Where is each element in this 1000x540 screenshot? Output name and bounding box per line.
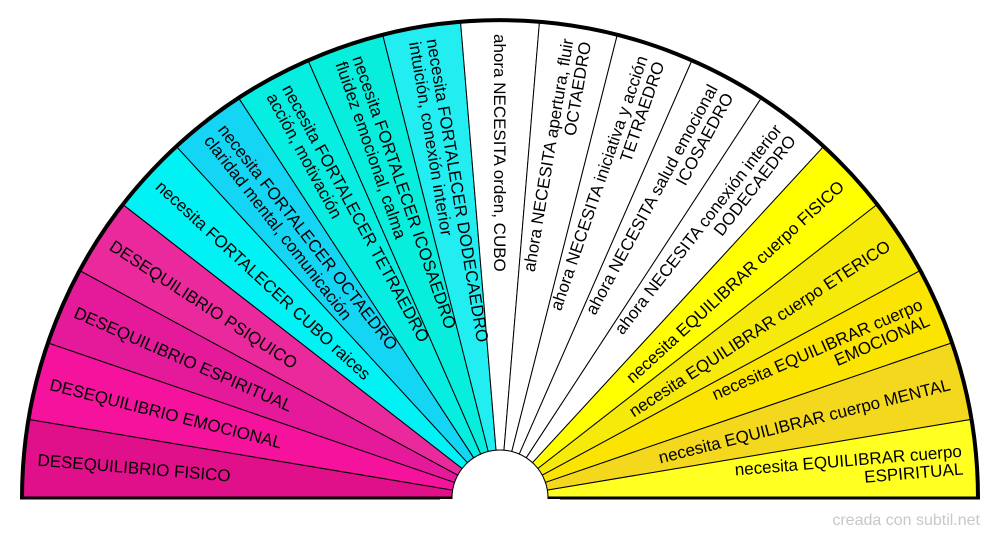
segment-label-line: ahora NECESITA orden, CUBO [490,34,509,272]
credit-text: creada con subtil.net [832,512,980,529]
segment-label: ahora NECESITA orden, CUBO [490,34,509,272]
outer-arc [20,18,980,499]
